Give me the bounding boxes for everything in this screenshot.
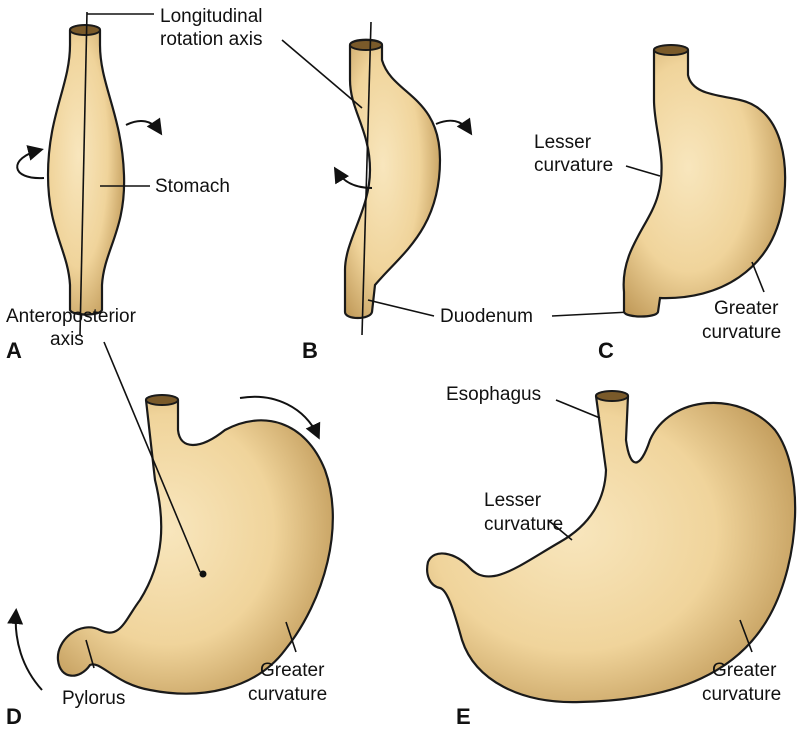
lesser-curvature-leader-c — [626, 166, 660, 176]
greater-curvature-label-c: Greater curvature — [702, 298, 784, 343]
duodenum-leader-c — [552, 312, 630, 316]
stomach-b — [345, 40, 440, 318]
rotation-arrow-right-a — [126, 121, 160, 132]
rotation-arrow-left-a — [17, 150, 44, 178]
greater-curvature-label-d: Greater curvature — [248, 660, 330, 705]
panel-e — [427, 391, 795, 702]
panel-d — [16, 342, 333, 694]
esophagus-leader — [556, 400, 600, 418]
panel-letter-a: A — [6, 338, 22, 363]
panel-a — [17, 12, 160, 335]
rotation-arrow-right-b — [436, 121, 470, 132]
longitudinal-axis-label: Longitudinal rotation axis — [160, 6, 268, 50]
stomach-c — [624, 46, 786, 317]
esophagus-opening-b — [350, 40, 382, 50]
lesser-curvature-label-e: Lesser curvature — [484, 490, 563, 535]
esophagus-label: Esophagus — [446, 384, 541, 405]
greater-curvature-label-e: Greater curvature — [702, 660, 782, 705]
pylorus-label: Pylorus — [62, 688, 125, 709]
esophagus-opening-c — [654, 45, 688, 55]
anteroposterior-axis-label: Anteroposterior axis — [6, 306, 141, 350]
stomach-d — [58, 396, 333, 694]
lesser-curvature-label-c: Lesser curvature — [534, 132, 613, 176]
panel-c — [624, 45, 786, 317]
duodenum-leader-b — [368, 300, 434, 316]
panel-letter-b: B — [302, 338, 318, 363]
panel-letter-d: D — [6, 704, 22, 729]
duodenum-label: Duodenum — [440, 306, 533, 327]
panel-b — [282, 22, 630, 335]
rotation-arrow-left-d — [16, 612, 42, 690]
panel-letter-e: E — [456, 704, 471, 729]
esophagus-opening-d — [146, 395, 178, 405]
esophagus-opening-a — [70, 25, 100, 35]
greater-curvature-leader-c — [752, 262, 764, 292]
stomach-label: Stomach — [155, 176, 230, 197]
panel-letter-c: C — [598, 338, 614, 363]
stomach-e — [427, 392, 795, 703]
esophagus-opening-e — [596, 391, 628, 401]
